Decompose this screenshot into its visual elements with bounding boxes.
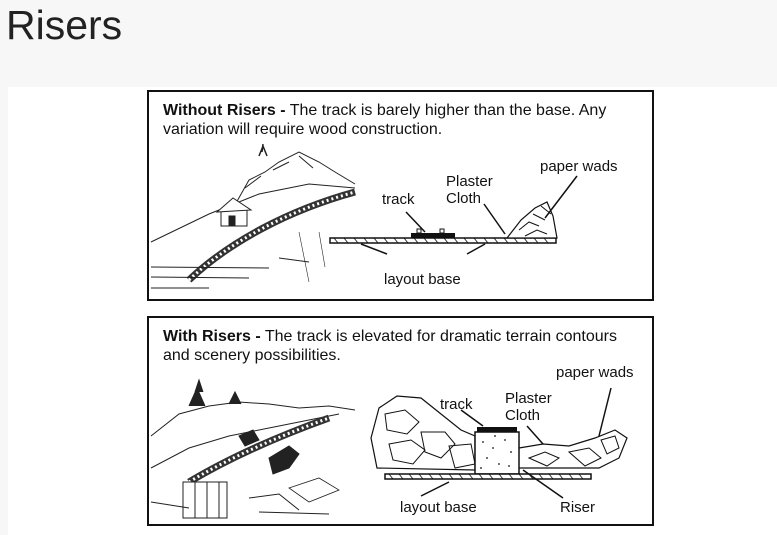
with-risers-description: With Risers - The track is elevated for … <box>163 327 633 365</box>
riser-section <box>370 387 628 499</box>
without-risers-illustration <box>150 143 578 289</box>
with-risers-heading: With Risers - <box>163 328 261 345</box>
with-risers-panel: With Risers - The track is elevated for … <box>147 316 654 526</box>
paper-wads-label-top: paper wads <box>540 158 618 175</box>
plaster-cloth-label-top: Plaster Cloth <box>446 173 493 207</box>
track-profile-top <box>411 233 455 238</box>
without-risers-text: The track is barely higher than the base… <box>163 102 607 138</box>
without-risers-panel: Without Risers - The track is barely hig… <box>147 90 654 301</box>
plaster-cloth-label-bottom: Plaster Cloth <box>505 390 552 424</box>
layout-base-label-top: layout base <box>384 271 461 288</box>
track-label-top: track <box>382 191 415 208</box>
layout-base-label-bottom: layout base <box>400 499 477 516</box>
with-risers-text: The track is elevated for dramatic terra… <box>163 328 617 364</box>
landscape-sketch-top <box>150 143 356 289</box>
layout-base-section-top <box>329 175 578 255</box>
without-risers-description: Without Risers - The track is barely hig… <box>163 101 633 139</box>
track-profile-bottom <box>477 427 517 432</box>
landscape-sketch-bottom <box>150 378 356 519</box>
paper-wads-label-bottom: paper wads <box>556 364 634 381</box>
without-risers-heading: Without Risers - <box>163 102 286 119</box>
track-label-bottom: track <box>440 396 473 413</box>
riser-label: Riser <box>560 499 596 516</box>
page-title: Risers <box>6 2 123 48</box>
with-risers-illustration <box>150 378 628 519</box>
